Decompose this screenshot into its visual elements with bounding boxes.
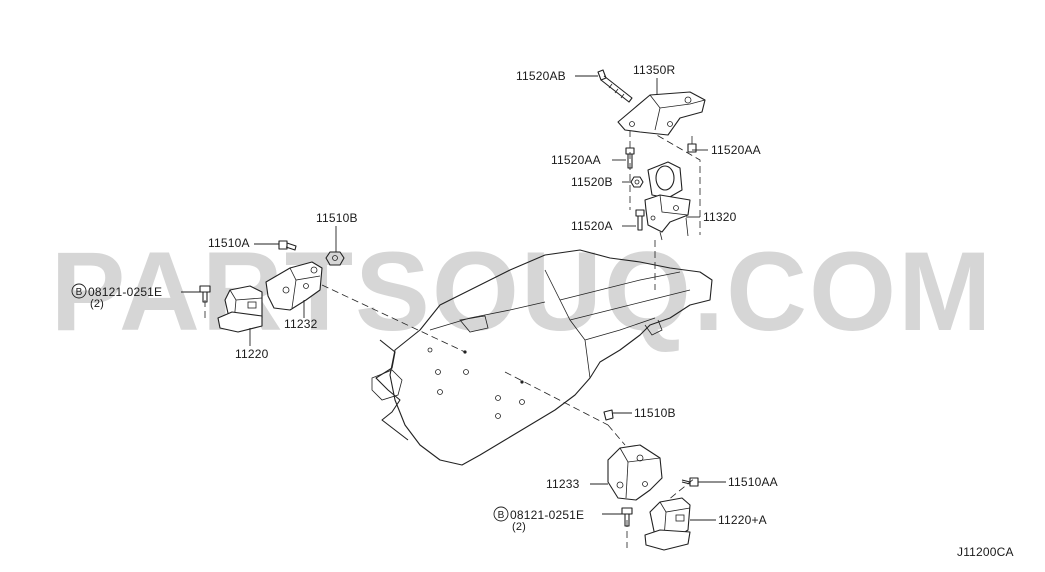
bolt-marker-left: B [76, 287, 83, 298]
label-11233: 11233 [546, 477, 580, 491]
label-bolt-bottom-qty: (2) [512, 521, 526, 533]
alignment-line [504, 371, 609, 426]
rear-insulator-11320 [644, 161, 691, 241]
watermark: PARTSOUQ.COM [51, 229, 994, 354]
engine-transmission-assembly [371, 249, 713, 466]
label-11510AA: 11510AA [728, 475, 778, 489]
label-11350R: 11350R [633, 63, 675, 77]
label-11220A: 11220+A [718, 513, 767, 527]
label-11232: 11232 [284, 317, 318, 331]
diagram-code: J11200CA [957, 545, 1014, 559]
bracket-11232 [265, 261, 323, 311]
nut-11520B [630, 176, 644, 188]
label-11510B-bottom: 11510B [634, 406, 676, 420]
bracket-11233 [607, 444, 663, 501]
label-11510B-top: 11510B [316, 211, 358, 225]
label-bolt-08121-bottom: 08121-0251E [510, 508, 584, 522]
bolt-11510AA [681, 477, 699, 487]
label-11220: 11220 [235, 347, 269, 361]
bolt-11520AA-left [625, 147, 635, 169]
bolt-11520AB [597, 69, 633, 103]
rear-mount-bracket-11350R [617, 91, 706, 136]
bolt-marker-bottom: B [498, 510, 505, 521]
label-bolt-left-qty: (2) [90, 298, 104, 310]
bolt-11510A [278, 240, 297, 251]
bolt-11520AA-right [687, 136, 697, 153]
nut-11510B-top [325, 251, 345, 266]
alignment-line [321, 284, 466, 353]
label-bolt-08121-left: 08121-0251E [88, 285, 162, 299]
bolt-marker-circle-left [71, 283, 87, 299]
front-insulator-11220 [217, 285, 263, 333]
label-11510A: 11510A [208, 236, 250, 250]
bolt-marker-circle-bottom [493, 506, 509, 522]
alignment-line [647, 129, 701, 235]
clip-11510B-bottom [603, 409, 614, 421]
label-11520A: 11520A [571, 219, 613, 233]
label-11320: 11320 [703, 210, 737, 224]
bolt-08121-left [199, 285, 211, 303]
label-11520AA-right: 11520AA [711, 143, 761, 157]
alignment-line [607, 424, 626, 446]
bolt-11520A [635, 209, 645, 231]
front-insulator-11220A [644, 497, 691, 551]
label-11520AA-left: 11520AA [551, 153, 601, 167]
label-11520AB: 11520AB [516, 69, 566, 83]
bolt-08121-bottom [621, 507, 633, 527]
label-11520B: 11520B [571, 175, 613, 189]
